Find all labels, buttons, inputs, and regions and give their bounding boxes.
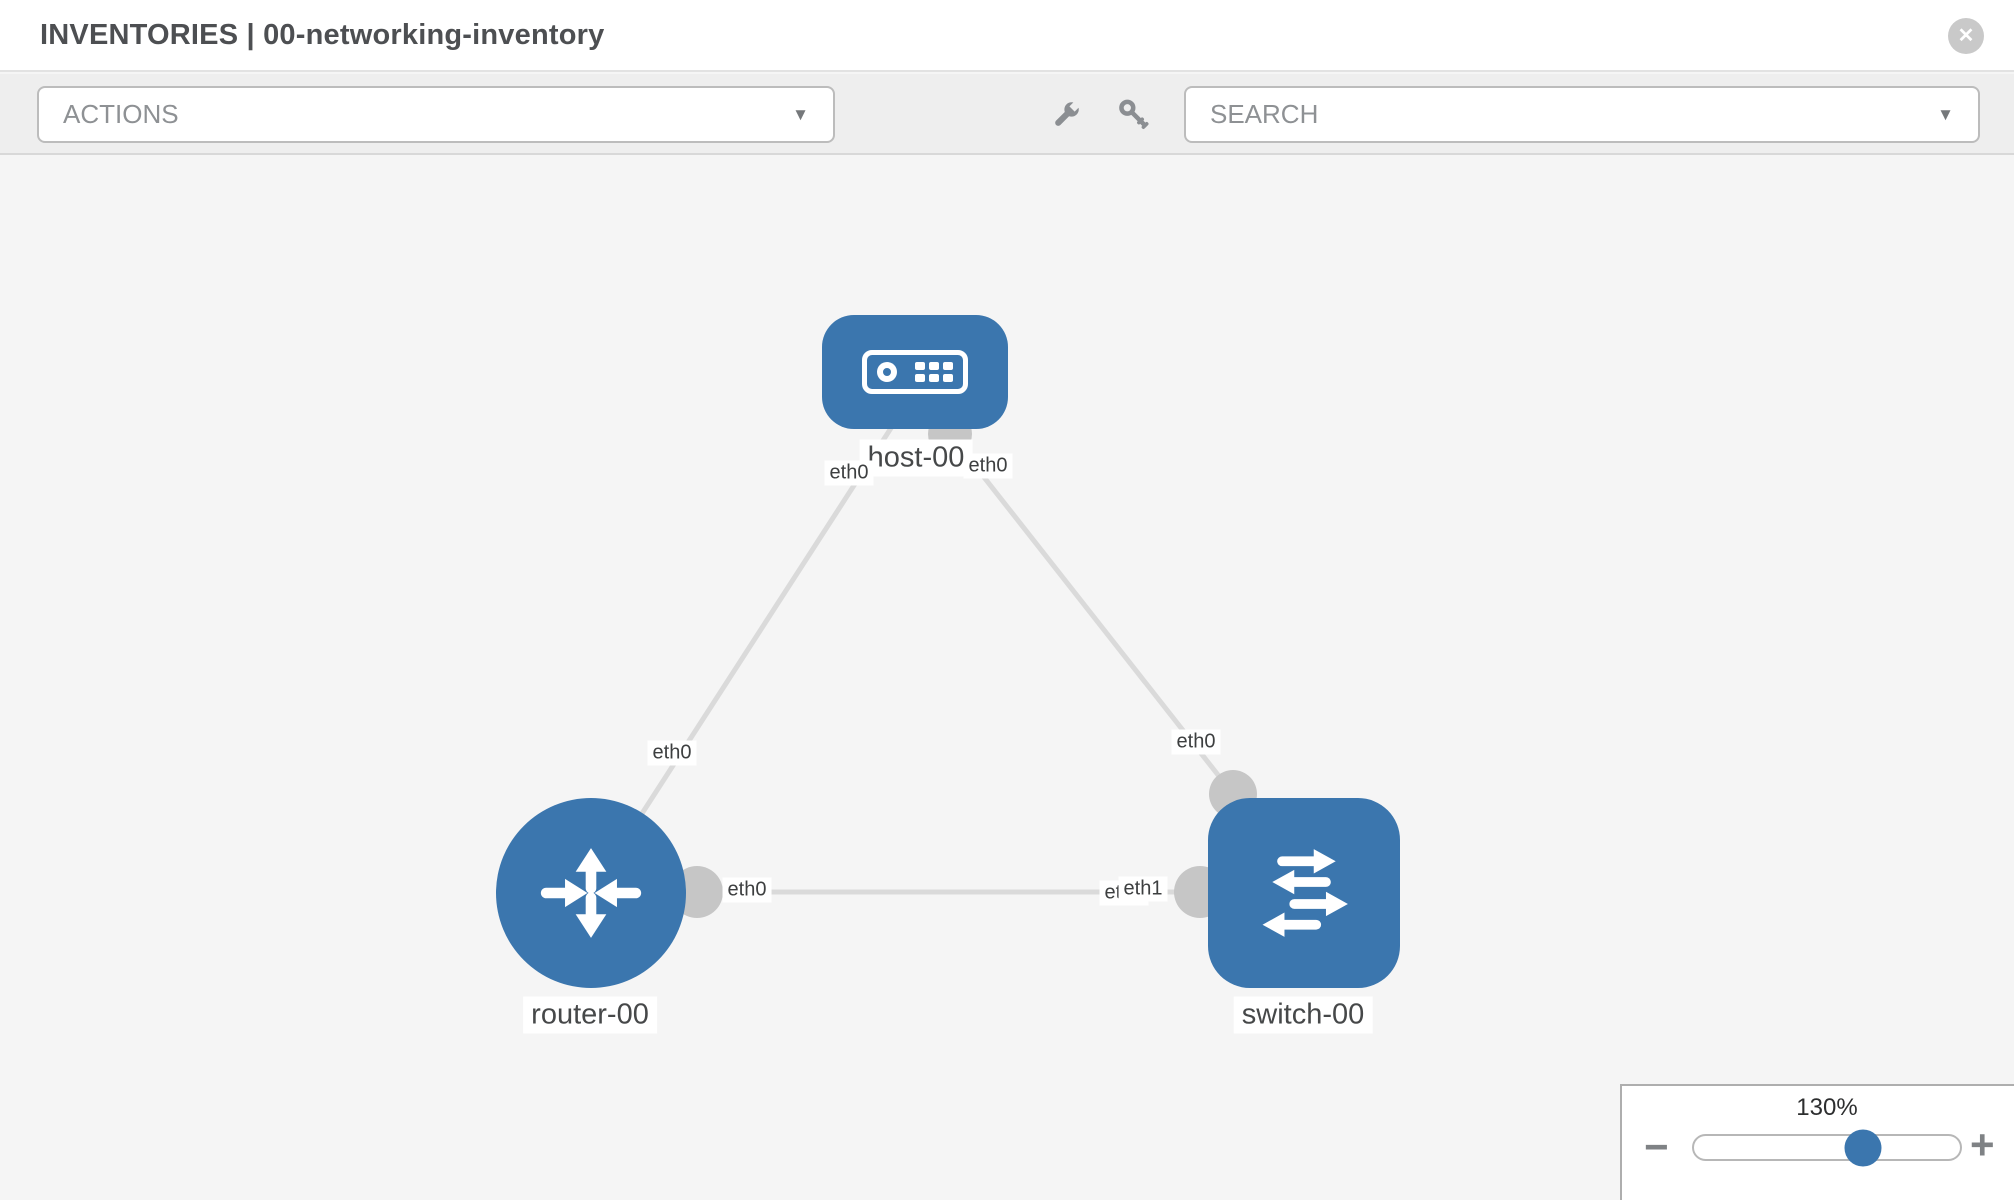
actions-dropdown-label: ACTIONS	[63, 99, 179, 129]
zoom-panel: 130% − +	[1620, 1084, 2014, 1200]
node-host-00[interactable]	[822, 315, 1008, 429]
search-dropdown[interactable]: SEARCH ▼	[1184, 86, 1980, 143]
port-label: eth0	[963, 453, 1013, 479]
port-label: eth0	[824, 460, 874, 486]
key-icon[interactable]	[1116, 97, 1150, 136]
node-label-router[interactable]: router-00	[523, 996, 657, 1034]
search-dropdown-label: SEARCH	[1210, 99, 1319, 129]
topology-canvas[interactable]: host-00 router-00 switch-00 eth0 eth0 et…	[0, 157, 2014, 1200]
wrench-icon[interactable]	[1048, 97, 1084, 138]
switch-icon	[1262, 849, 1348, 937]
close-button[interactable]: ✕	[1948, 18, 1984, 54]
node-label-switch[interactable]: switch-00	[1233, 996, 1373, 1034]
chevron-down-icon: ▼	[1937, 104, 1954, 124]
port-label: eth1	[1118, 876, 1168, 902]
node-label-host[interactable]: host-00	[859, 439, 973, 477]
zoom-out-button[interactable]: −	[1644, 1123, 1669, 1170]
topology-links	[587, 412, 1257, 918]
header: INVENTORIES | 00-networking-inventory ✕	[0, 0, 2014, 72]
close-icon: ✕	[1957, 25, 1975, 47]
node-switch-00[interactable]	[1208, 798, 1400, 988]
port-label: eth0	[1171, 729, 1221, 755]
chevron-down-icon: ▼	[792, 104, 809, 124]
actions-dropdown[interactable]: ACTIONS ▼	[37, 86, 835, 143]
toolbar: ACTIONS ▼ SEARCH ▼	[0, 74, 2014, 155]
host-icon	[862, 350, 968, 394]
zoom-slider[interactable]	[1692, 1129, 1962, 1166]
page-title: INVENTORIES | 00-networking-inventory	[40, 18, 605, 51]
zoom-in-button[interactable]: +	[1970, 1121, 1995, 1168]
port-label: eth0	[722, 877, 772, 903]
zoom-level: 130%	[1796, 1094, 1858, 1121]
port-label: eth0	[647, 740, 697, 766]
zoom-slider-thumb[interactable]	[1844, 1129, 1882, 1166]
node-router-00[interactable]	[496, 798, 686, 988]
router-icon	[540, 848, 642, 938]
